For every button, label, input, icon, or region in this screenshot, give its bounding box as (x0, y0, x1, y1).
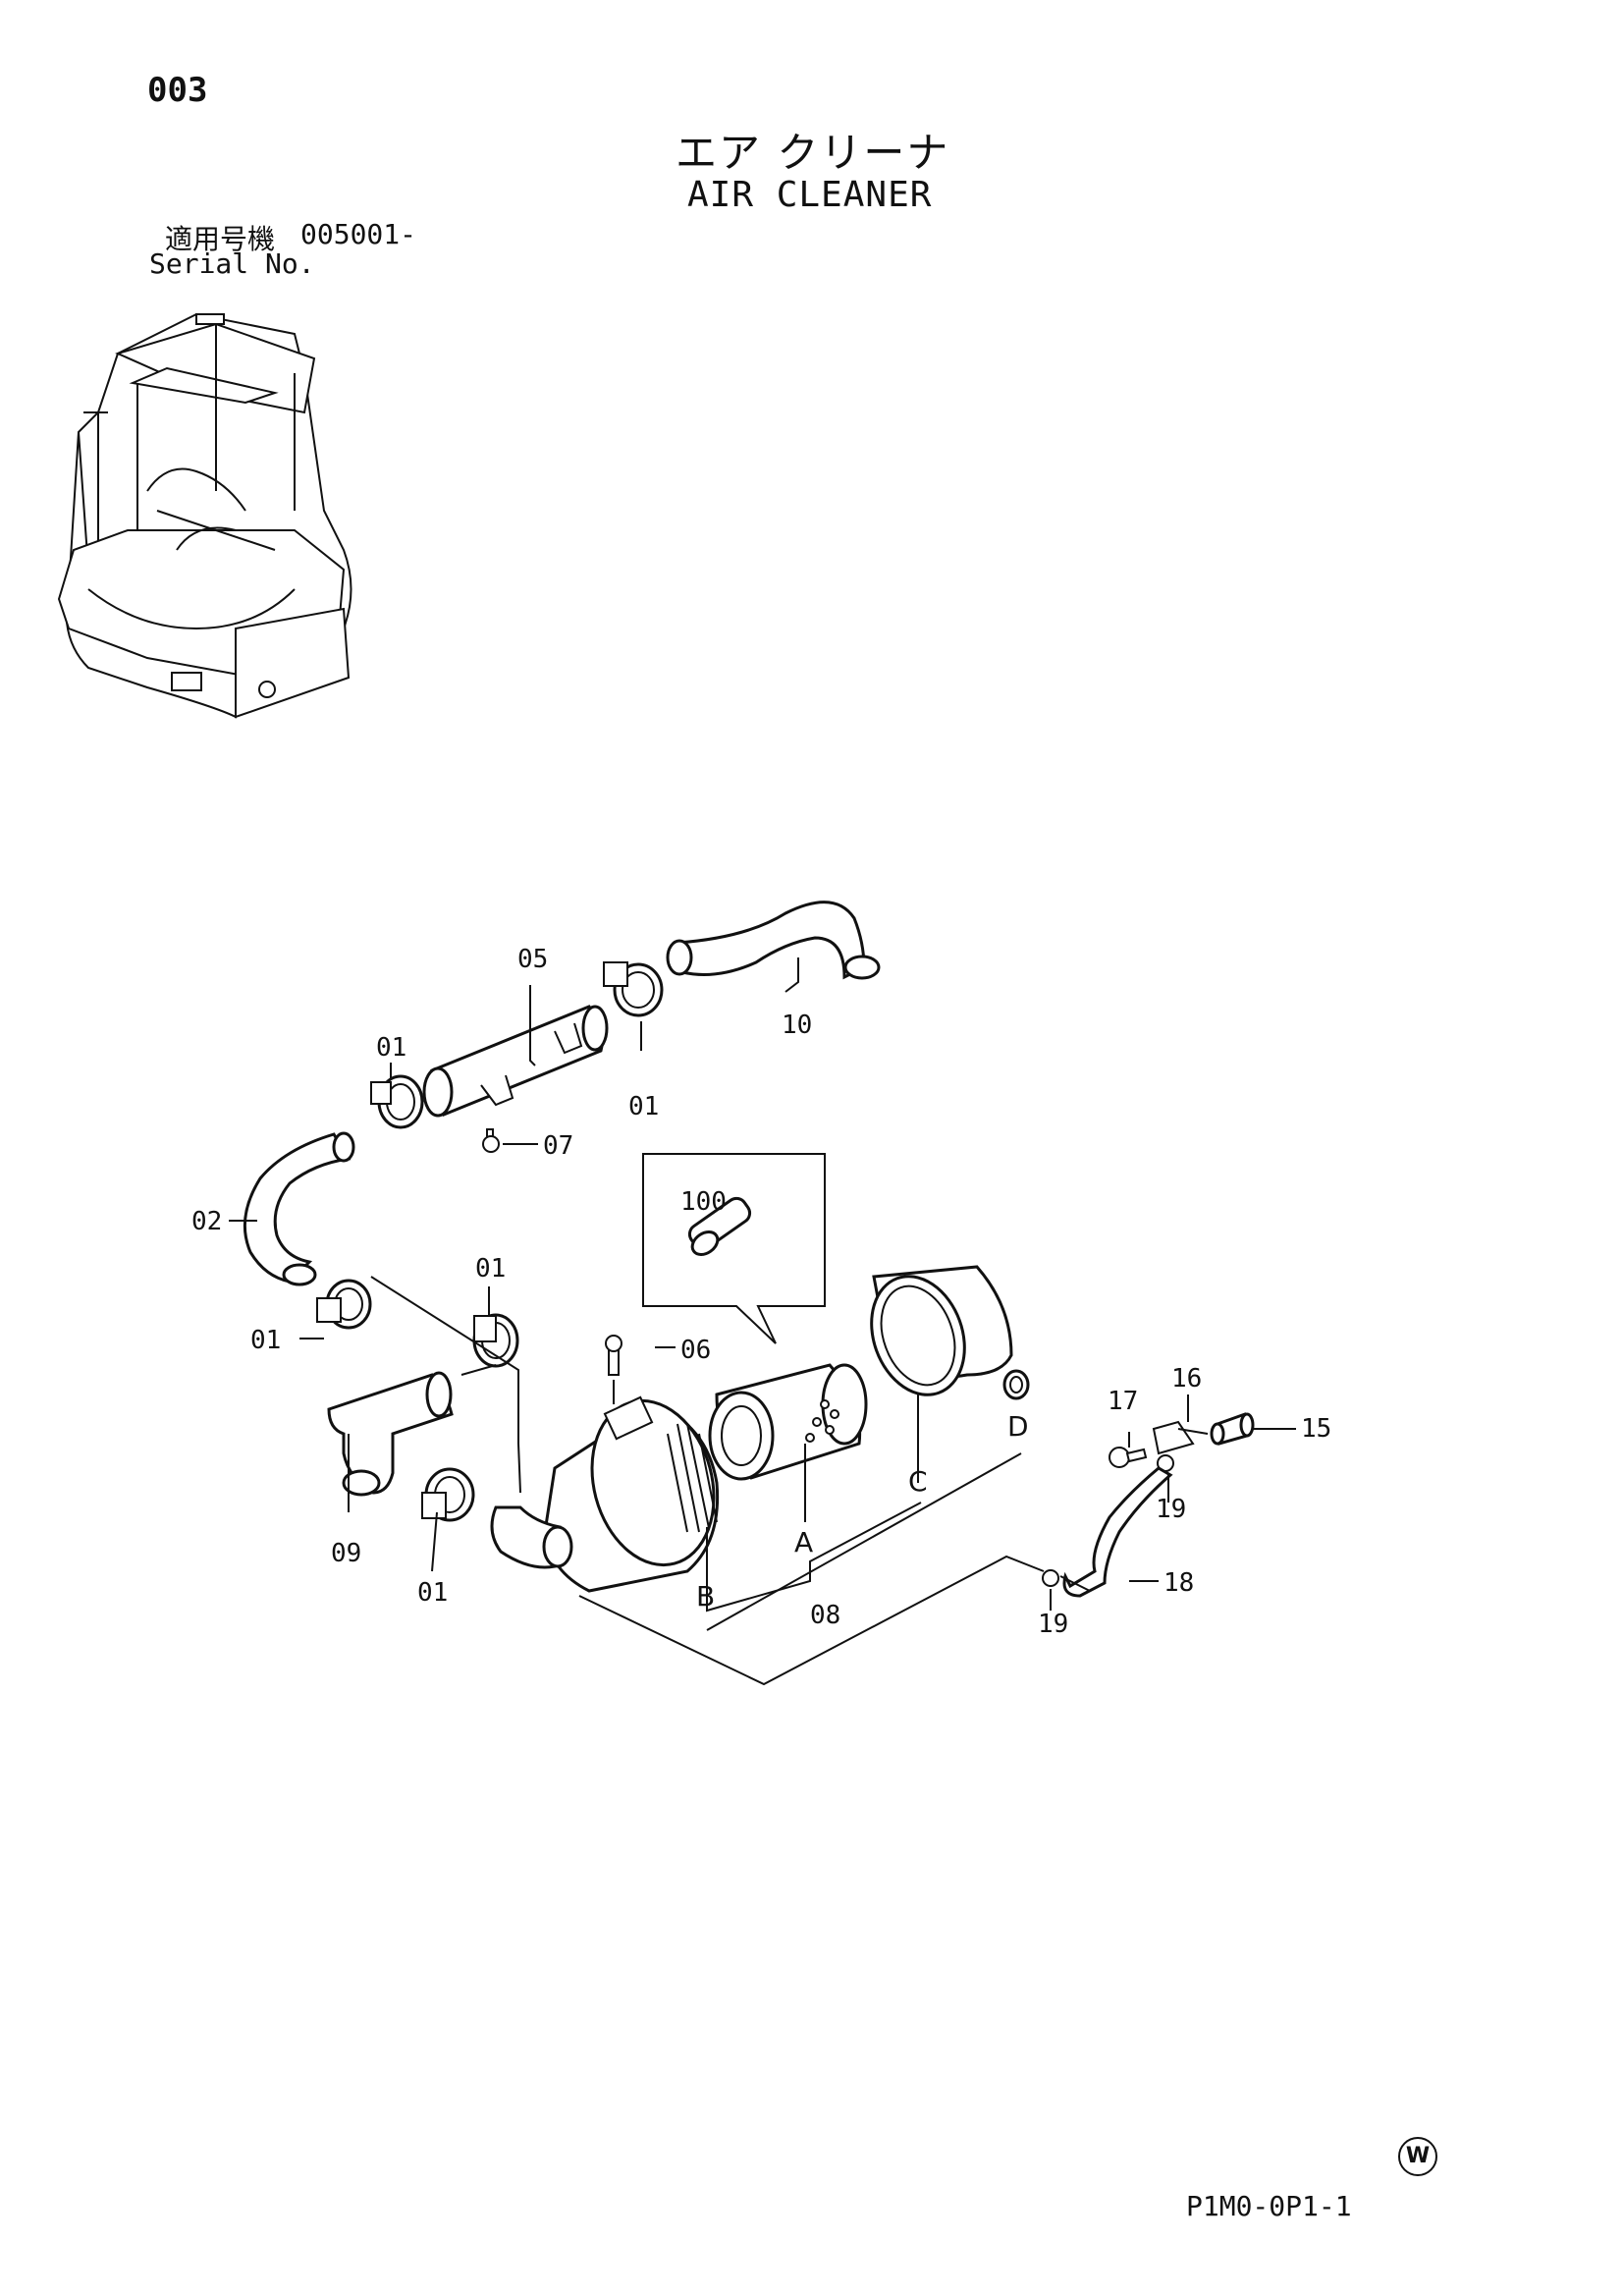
leader-lines (229, 957, 1296, 1686)
label-07: 07 (543, 1131, 573, 1161)
label-10: 10 (782, 1011, 812, 1040)
restriction-switch-15 (1210, 1412, 1255, 1446)
air-cleaner-body (490, 1335, 720, 1593)
label-19-a: 19 (1156, 1495, 1186, 1524)
serial-value: 005001- (300, 218, 417, 250)
bracket-16 (1152, 1420, 1209, 1455)
page-title-english: AIR CLEANER (687, 175, 933, 215)
label-a: A (794, 1526, 813, 1558)
clamp-01-bottom (421, 1467, 475, 1522)
label-01-c: 01 (475, 1254, 506, 1284)
elbow-19-lower (1042, 1569, 1059, 1587)
page-number: 003 (147, 71, 208, 110)
label-05: 05 (517, 945, 548, 974)
clamp-01-mid (370, 1074, 424, 1129)
part-labels: 05 10 01 01 07 100 02 01 01 06 16 17 15 … (191, 945, 1331, 1639)
copyright-watermark: W (1398, 2137, 1437, 2176)
label-16: 16 (1171, 1364, 1202, 1394)
label-b: B (696, 1580, 715, 1613)
label-06: 06 (680, 1336, 711, 1365)
clamp-01-right (472, 1313, 519, 1368)
pipe-05 (422, 1005, 609, 1118)
clamp-01-left (316, 1279, 372, 1330)
page-code: P1M0-0P1-1 (1186, 2190, 1352, 2222)
bolt-07 (482, 1128, 500, 1153)
label-08: 08 (810, 1601, 840, 1630)
serial-label-japanese: 適用号機 (165, 223, 276, 255)
hose-10 (666, 901, 881, 980)
machine-location-sketch (57, 312, 352, 719)
label-15: 15 (1301, 1414, 1331, 1444)
label-19-b: 19 (1038, 1610, 1068, 1639)
cover-c (870, 1265, 1013, 1396)
filter-element-a (708, 1363, 868, 1481)
hose-02 (243, 1131, 355, 1286)
label-01-e: 01 (417, 1578, 448, 1608)
label-01-b: 01 (628, 1092, 659, 1121)
label-c: C (908, 1465, 928, 1498)
label-01-d: 01 (250, 1326, 281, 1355)
bolt-17 (1109, 1447, 1148, 1468)
label-100: 100 (680, 1187, 727, 1217)
hose-18 (1059, 1466, 1173, 1598)
label-01-a: 01 (376, 1033, 406, 1063)
label-02: 02 (191, 1207, 222, 1236)
part-d (1002, 1369, 1030, 1400)
serial-label-english: Serial No. (149, 247, 315, 280)
label-18: 18 (1163, 1568, 1194, 1598)
label-d: D (1007, 1410, 1029, 1443)
callout-box-100 (642, 1153, 826, 1344)
label-17: 17 (1108, 1387, 1138, 1416)
label-09: 09 (331, 1539, 361, 1568)
elbow-09 (327, 1371, 454, 1497)
page-title-japanese: エア クリーナ (676, 129, 950, 177)
clamp-01-upper (603, 961, 664, 1017)
